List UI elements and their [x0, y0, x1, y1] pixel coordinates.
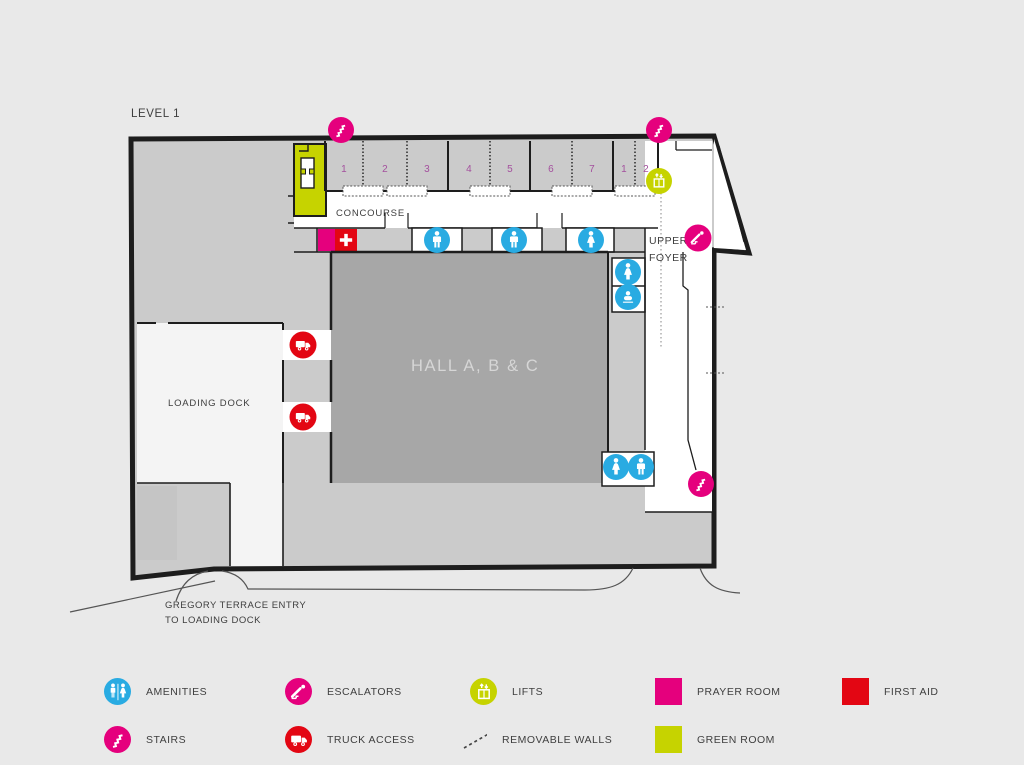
baby-marker-icon	[615, 284, 641, 310]
svg-text:2: 2	[382, 164, 388, 175]
stairs-marker-icon	[646, 117, 672, 143]
svg-text:4: 4	[466, 164, 472, 175]
legend-green-room: GREEN ROOM	[655, 726, 775, 753]
upper-foyer-label-1: UPPER	[649, 235, 688, 247]
hall-area: HALL A, B & C	[331, 252, 608, 483]
legend-truck-access: TRUCK ACCESS	[285, 726, 415, 753]
legend-removable-walls: REMOVABLE WALLS	[460, 726, 612, 753]
loading-dock: LOADING DOCK	[137, 322, 284, 566]
female-marker-icon	[603, 454, 629, 480]
room-numbers: 1 2 3 4 5 6 7 1 2	[341, 164, 649, 175]
meeting-rooms	[324, 141, 659, 197]
legend-stairs: STAIRS	[104, 726, 186, 753]
hall-walls	[329, 250, 645, 483]
hall-label: HALL A, B & C	[411, 357, 539, 375]
lift-icon	[470, 678, 497, 705]
terrace-entry-label-2: TO LOADING DOCK	[165, 615, 261, 626]
escalator-marker-icon	[684, 224, 712, 252]
first-aid-room	[335, 229, 357, 251]
amenities-icon	[104, 678, 131, 705]
male-marker-icon	[501, 227, 527, 253]
level-title: LEVEL 1	[131, 108, 180, 120]
stairs-marker-icon	[328, 117, 354, 143]
first-aid-swatch	[842, 678, 869, 705]
svg-text:3: 3	[424, 164, 430, 175]
loading-dock-label: LOADING DOCK	[168, 398, 250, 409]
male-marker-icon	[424, 227, 450, 253]
lift-marker-icon	[646, 168, 672, 194]
legend-prayer-room: PRAYER ROOM	[655, 678, 780, 705]
stairs-marker-icon	[688, 471, 714, 497]
svg-text:7: 7	[589, 164, 595, 175]
male-marker-icon	[628, 454, 654, 480]
truck-marker-icon	[289, 331, 317, 359]
green-room	[288, 143, 327, 224]
svg-text:2: 2	[643, 164, 649, 175]
svg-text:6: 6	[548, 164, 554, 175]
upper-foyer-label-2: FOYER	[649, 252, 688, 264]
green-room-swatch	[655, 726, 682, 753]
legend-first-aid: FIRST AID	[842, 678, 938, 705]
svg-text:1: 1	[621, 164, 627, 175]
upper-foyer: UPPER FOYER	[644, 141, 745, 513]
white-zones	[137, 139, 746, 566]
removable-walls-icon	[460, 726, 487, 753]
female-marker-icon	[578, 227, 604, 253]
legend-escalators: ESCALATORS	[285, 678, 402, 705]
driveway	[69, 567, 741, 613]
legend-lifts: LIFTS	[470, 678, 543, 705]
escalator-icon	[285, 678, 312, 705]
female-marker-icon	[615, 259, 641, 285]
truck-icon	[285, 726, 312, 753]
prayer-room-swatch	[655, 678, 682, 705]
stairs-icon	[104, 726, 131, 753]
truck-marker-icon	[289, 403, 317, 431]
map-markers	[289, 117, 714, 497]
svg-text:5: 5	[507, 164, 513, 175]
svg-text:1: 1	[341, 164, 347, 175]
prayer-room	[318, 229, 335, 251]
floor-plan: LEVEL 1 HALL A, B & C	[69, 108, 753, 626]
terrace-entry-label-1: GREGORY TERRACE ENTRY	[165, 600, 306, 611]
legend-amenities: AMENITIES	[104, 678, 207, 705]
concourse-label: CONCOURSE	[336, 208, 405, 219]
